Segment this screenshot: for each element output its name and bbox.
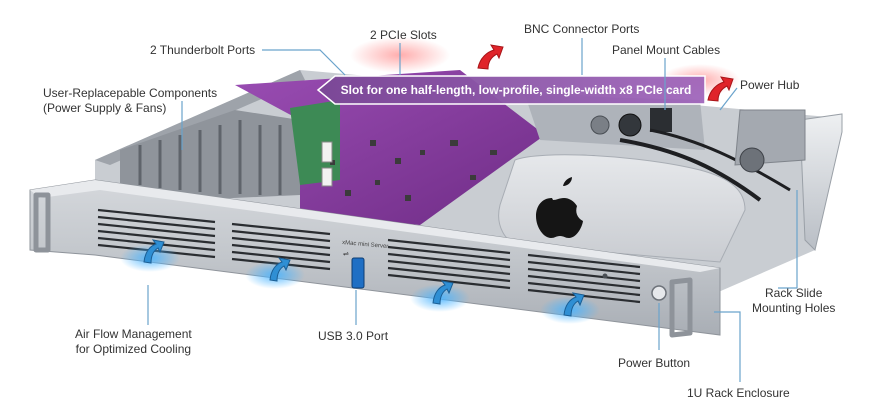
label-usb: USB 3.0 Port: [318, 329, 389, 343]
label-enclosure: 1U Rack Enclosure: [687, 386, 790, 400]
label-bnc: BNC Connector Ports: [524, 22, 640, 36]
power-hub: [734, 109, 806, 173]
airflow-arrow-icon: [143, 239, 585, 317]
apple-logo-icon: [536, 177, 583, 238]
svg-text:⇌: ⇌: [343, 251, 349, 258]
pcie-banner: Slot for one half-length, low-profile, s…: [340, 83, 692, 97]
label-panel-mount: Panel Mount Cables: [612, 43, 721, 57]
label-pcie: 2 PCIe Slots: [370, 28, 437, 42]
label-airflow-line2: for Optimized Cooling: [75, 342, 192, 356]
label-airflow: Air Flow Management for Optimized Coolin…: [75, 327, 192, 357]
power-supply-fans: [120, 110, 300, 200]
vent-grille: [97, 208, 641, 304]
callout-lines: [147, 38, 798, 382]
rack-handle-right: [669, 277, 693, 338]
label-airflow-line1: Air Flow Management: [75, 327, 192, 341]
label-power-hub: Power Hub: [740, 78, 800, 92]
label-power-button: Power Button: [618, 356, 691, 370]
product-plate: xMac mini Server: [342, 240, 389, 250]
front-panel: [29, 179, 721, 336]
rack-handle-left: [33, 192, 51, 253]
pcie-banner-bg: [316, 75, 706, 105]
power-icon: [602, 273, 667, 301]
pcie-boards: [235, 70, 545, 225]
red-arrow-icon: [477, 44, 734, 102]
label-user-replaceable: User-Replacepable Components (Power Supp…: [43, 86, 217, 116]
usb-icon: ⇌: [343, 251, 365, 289]
label-rack-slide-line2: Mounting Holes: [752, 301, 836, 315]
label-rack-slide-line1: Rack Slide: [765, 286, 823, 300]
label-thunderbolt: 2 Thunderbolt Ports: [150, 43, 256, 57]
label-rack-slide: Rack Slide Mounting Holes: [752, 286, 835, 316]
label-user-replaceable-line2: (Power Supply & Fans): [43, 101, 167, 115]
label-user-replaceable-line1: User-Replacepable Components: [43, 86, 218, 100]
